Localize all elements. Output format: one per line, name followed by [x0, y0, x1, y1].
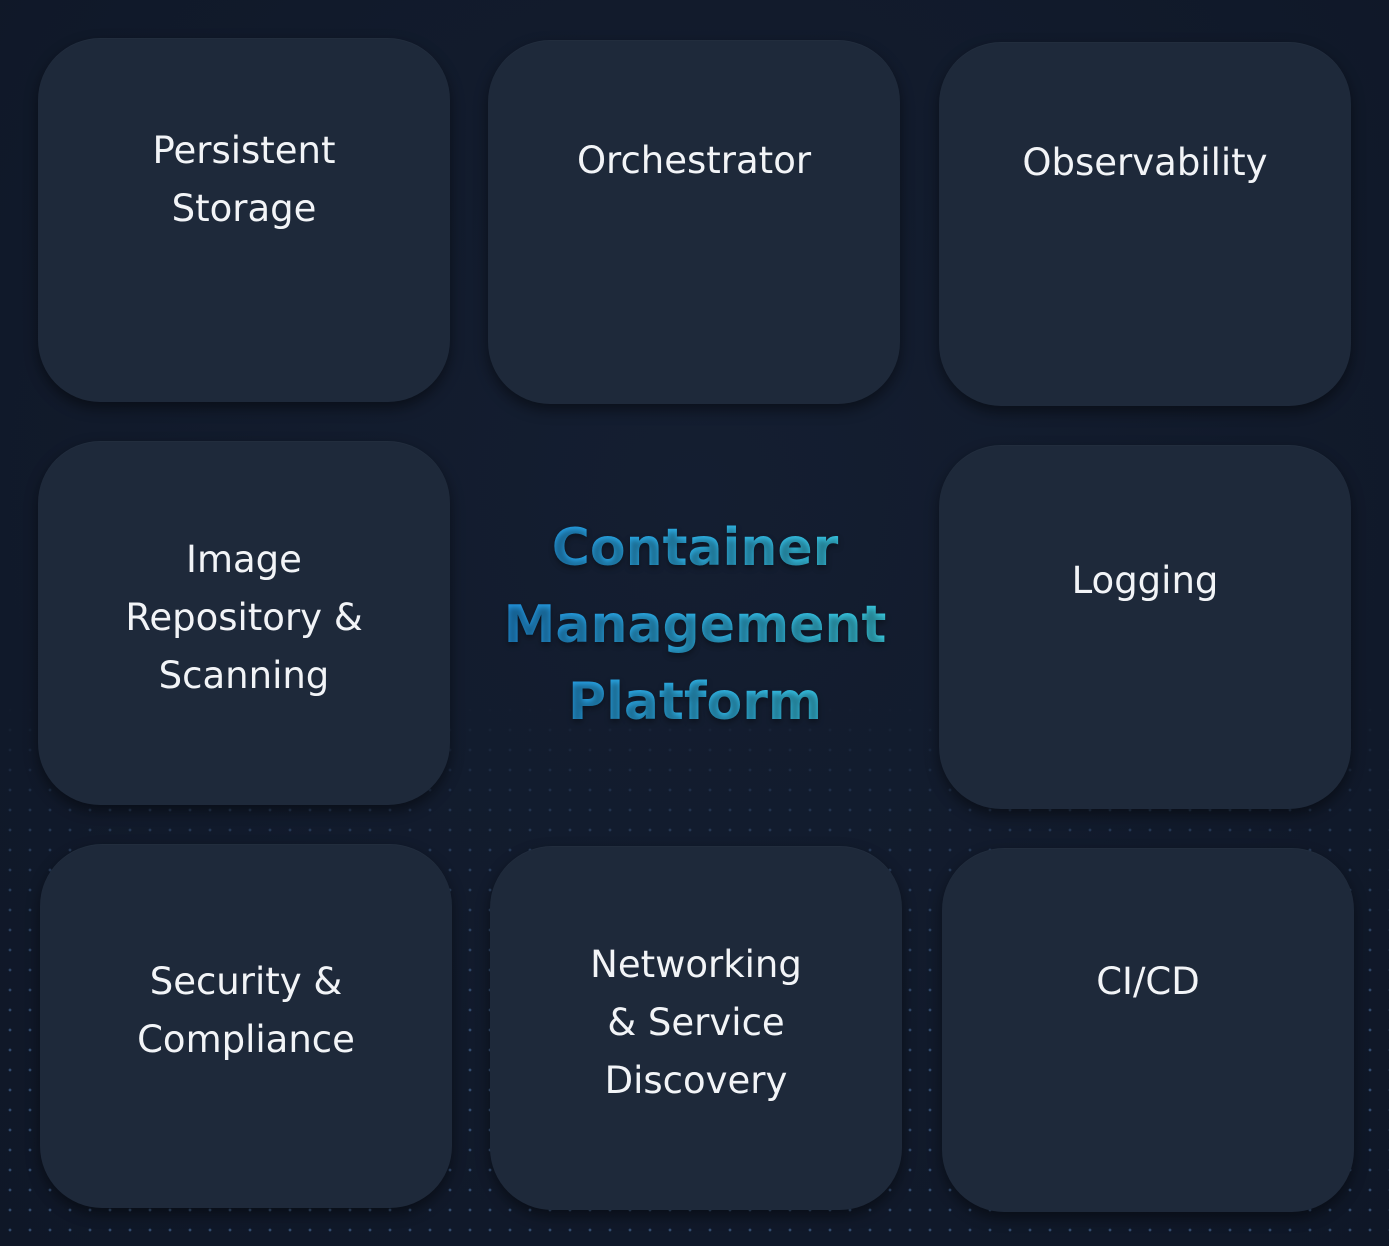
tile-cicd: CI/CD [942, 848, 1354, 1212]
tile-label: Logging [1071, 559, 1219, 602]
center-label-block: Container Management Platform [470, 510, 920, 741]
tile-label: CI/CD [1096, 960, 1200, 1003]
tile-label: Orchestrator [576, 139, 812, 182]
center-title: Container Management Platform [470, 510, 920, 741]
tile-networking: Networking & Service Discovery [490, 846, 902, 1210]
tile-observability: Observability [939, 42, 1351, 406]
tile-orchestrator: Orchestrator [488, 40, 900, 404]
tile-label: Observability [1022, 141, 1268, 184]
tile-label: Security & Compliance [137, 960, 355, 1061]
tile-label: Image Repository & Scanning [125, 538, 363, 697]
tile-logging: Logging [939, 445, 1351, 809]
tile-persistent-storage: Persistent Storage [38, 38, 450, 402]
tile-security-compliance: Security & Compliance [40, 844, 452, 1208]
tile-label: Networking & Service Discovery [590, 943, 802, 1102]
tile-label: Persistent Storage [152, 129, 336, 230]
tile-image-repository: Image Repository & Scanning [38, 441, 450, 805]
